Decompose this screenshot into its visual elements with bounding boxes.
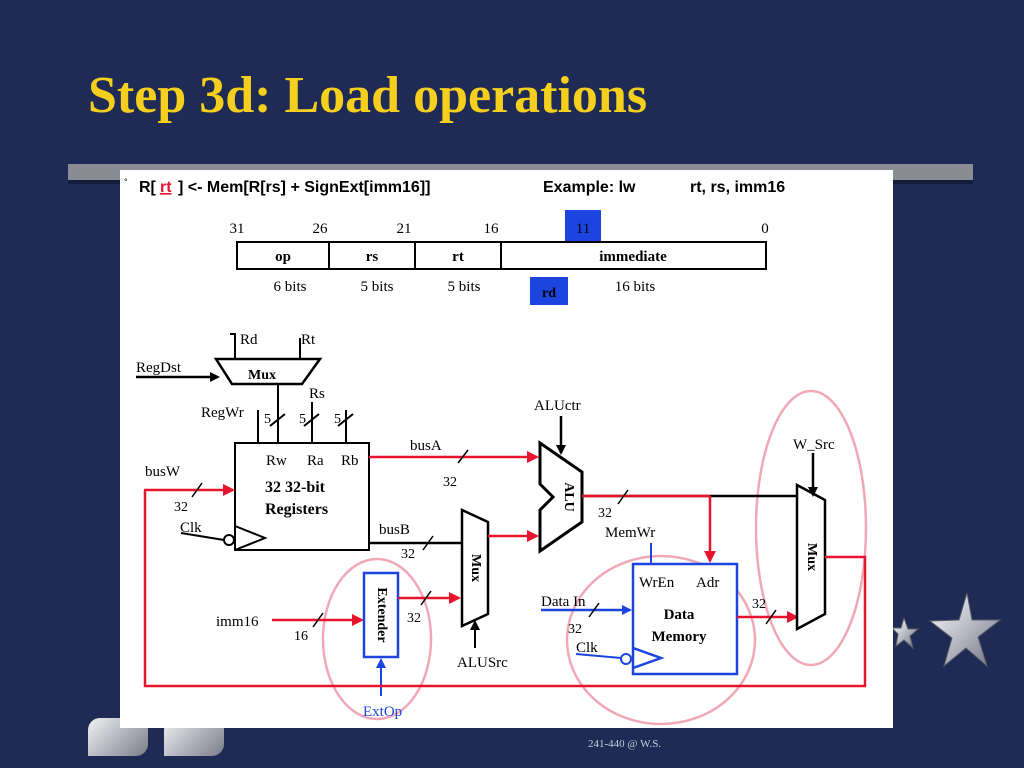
rw-width-label: 5 xyxy=(264,412,271,427)
regfile-name-line2: Registers xyxy=(265,501,328,518)
rtl-rt: rt xyxy=(160,179,172,196)
memory-name-line1: Data xyxy=(664,607,695,623)
alusrc-mux xyxy=(460,508,490,628)
regwr-label: RegWr xyxy=(201,405,244,421)
field-immediate: immediate xyxy=(599,249,667,265)
rt-input-label: Rt xyxy=(301,332,316,348)
extender-width-label: 32 xyxy=(407,611,421,626)
regdst-mux-label: Mux xyxy=(248,368,276,383)
rd-label: rd xyxy=(542,286,556,301)
imm16-width-label: 16 xyxy=(294,629,308,644)
memory-clock-symbol xyxy=(632,646,665,670)
extender-highlight-circle xyxy=(321,557,433,721)
extender-unit xyxy=(362,571,400,659)
rd-input-label: Rd xyxy=(240,332,258,348)
slide-footer: 241-440 @ W.S. xyxy=(588,738,662,750)
register-file xyxy=(234,442,370,551)
ra-port: Ra xyxy=(307,453,324,469)
size-op: 6 bits xyxy=(274,279,307,295)
memory-clock-bubble xyxy=(620,653,632,665)
rs-label: Rs xyxy=(309,386,325,402)
size-rt: 5 bits xyxy=(448,279,481,295)
bit-26: 26 xyxy=(313,221,329,237)
size-rs: 5 bits xyxy=(361,279,394,295)
regfile-clock-bubble xyxy=(223,534,235,546)
memwr-label: MemWr xyxy=(605,525,655,541)
memory-output-width-label: 32 xyxy=(752,597,766,612)
writeback-wire xyxy=(143,490,867,688)
field-rs: rs xyxy=(366,249,379,265)
rb-width-label: 5 xyxy=(334,412,341,427)
rb-port: Rb xyxy=(341,453,359,469)
busa-width-label: 32 xyxy=(443,475,457,490)
data-in-label: Data In xyxy=(541,594,586,610)
diagram-panel: ° R[ rt ] <- Mem[R[rs] + SignExt[imm16]]… xyxy=(120,170,893,728)
busb-label: busB xyxy=(379,522,410,538)
wsrc-label: W_Src xyxy=(793,437,835,453)
wren-port: WrEn xyxy=(639,575,675,591)
alusrc-label: ALUSrc xyxy=(457,655,508,671)
memory-highlight-circle xyxy=(565,554,757,726)
field-rt: rt xyxy=(452,249,464,265)
rd-field-highlight xyxy=(530,277,568,305)
imm16-label: imm16 xyxy=(216,614,259,630)
wsrc-mux-label: Mux xyxy=(804,543,819,571)
bit-11: 11 xyxy=(576,221,590,237)
adr-port: Adr xyxy=(696,575,719,591)
size-immediate: 16 bits xyxy=(615,279,656,295)
bit-16: 16 xyxy=(484,221,500,237)
memory-name-line2: Memory xyxy=(652,629,707,645)
rtl-suffix: ] <- Mem[R[rs] + SignExt[imm16]] xyxy=(178,179,430,196)
bit-0: 0 xyxy=(761,221,769,237)
memory-clk-label: Clk xyxy=(576,640,598,656)
alu-label: ALU xyxy=(561,482,576,512)
decorative-stars-icon xyxy=(890,592,1002,668)
alusrc-mux-label: Mux xyxy=(468,554,483,582)
regfile-clk-label: Clk xyxy=(180,520,202,536)
example-operands: rt, rs, imm16 xyxy=(690,179,785,196)
rtl-prefix: R[ xyxy=(139,179,157,196)
field-op: op xyxy=(275,249,291,265)
extender-label: Extender xyxy=(374,587,389,642)
data-memory xyxy=(631,562,739,676)
data-in-width-label: 32 xyxy=(568,622,582,637)
aluctr-label: ALUctr xyxy=(534,398,581,414)
regfile-clock-symbol xyxy=(234,525,268,551)
slide-title: Step 3d: Load operations xyxy=(88,67,648,124)
regfile-name-line1: 32 32-bit xyxy=(265,479,326,496)
header-bullet: ° xyxy=(124,177,128,187)
example-label: Example: lw xyxy=(543,179,636,196)
bit-31: 31 xyxy=(230,221,245,237)
rw-port: Rw xyxy=(266,453,287,469)
alu xyxy=(538,440,584,554)
wsrc-mux-highlight-circle xyxy=(754,389,868,667)
busa-label: busA xyxy=(410,438,442,454)
busw-width-label: 32 xyxy=(174,500,188,515)
alu-result-width-label: 32 xyxy=(598,506,612,521)
busb-width-label: 32 xyxy=(401,547,415,562)
regdst-label: RegDst xyxy=(136,360,182,376)
bit-21: 21 xyxy=(397,221,412,237)
extop-label: ExtOp xyxy=(363,704,402,720)
datapath-diagram: ° R[ rt ] <- Mem[R[rs] + SignExt[imm16]]… xyxy=(124,177,868,726)
regdst-mux xyxy=(213,357,323,386)
ra-width-label: 5 xyxy=(299,412,306,427)
rd-bit-highlight xyxy=(565,210,601,241)
busw-label: busW xyxy=(145,464,181,480)
